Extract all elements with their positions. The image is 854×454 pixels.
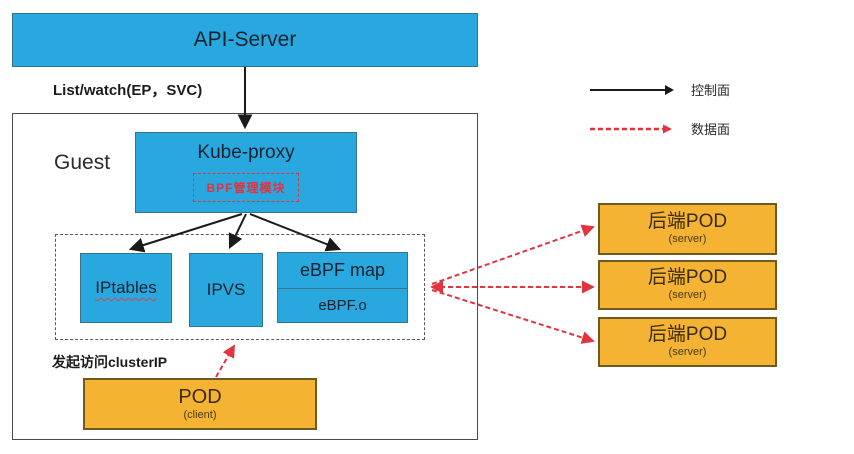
backend-pod-title: 后端POD [647, 324, 728, 346]
backend-pod-subtitle: (server) [668, 289, 707, 302]
backend-pod-subtitle: (server) [668, 346, 707, 359]
iptables-label: IPtables [95, 278, 157, 297]
kube-proxy-label: Kube-proxy [197, 142, 295, 163]
backend-pod-box-3: 后端POD (server) [598, 317, 777, 367]
ipvs-label: IPVS [206, 280, 246, 299]
control-plane-arrow-icon [590, 84, 674, 95]
backend-pod-box-2: 后端POD (server) [598, 260, 777, 310]
backend-pod-title: 后端POD [647, 267, 728, 289]
legend-data-plane: 数据面 [589, 119, 730, 138]
backend-pod-title: 后端POD [647, 211, 728, 233]
data-plane-label: 数据面 [691, 122, 731, 137]
control-plane-label: 控制面 [691, 83, 731, 98]
ipvs-box: IPVS [189, 253, 263, 327]
api-server-label: API-Server [193, 28, 297, 51]
bpf-module-box: BPF管理模块 [193, 173, 299, 202]
client-pod-title: POD [178, 385, 222, 408]
data-plane-arrow-icon [590, 124, 672, 133]
cluster-ip-label: 发起访问clusterIP [52, 354, 168, 370]
ebpf-map-label: eBPF map [299, 259, 386, 280]
client-pod-subtitle: (client) [183, 408, 217, 421]
backend-pod-subtitle: (server) [668, 233, 707, 246]
ebpf-o-label: eBPF.o [278, 287, 407, 322]
guest-label: Guest [54, 151, 111, 174]
backend-pod-box-1: 后端POD (server) [598, 203, 777, 255]
iptables-box: IPtables [80, 253, 172, 323]
kube-proxy-box: Kube-proxy BPF管理模块 [135, 132, 357, 213]
list-watch-label: List/watch(EP，SVC) [53, 82, 203, 99]
ebpf-box: eBPF map eBPF.o [277, 252, 408, 323]
api-server-box: API-Server [12, 13, 478, 67]
client-pod-box: POD (client) [83, 378, 317, 430]
legend-control-plane: 控制面 [589, 80, 730, 99]
